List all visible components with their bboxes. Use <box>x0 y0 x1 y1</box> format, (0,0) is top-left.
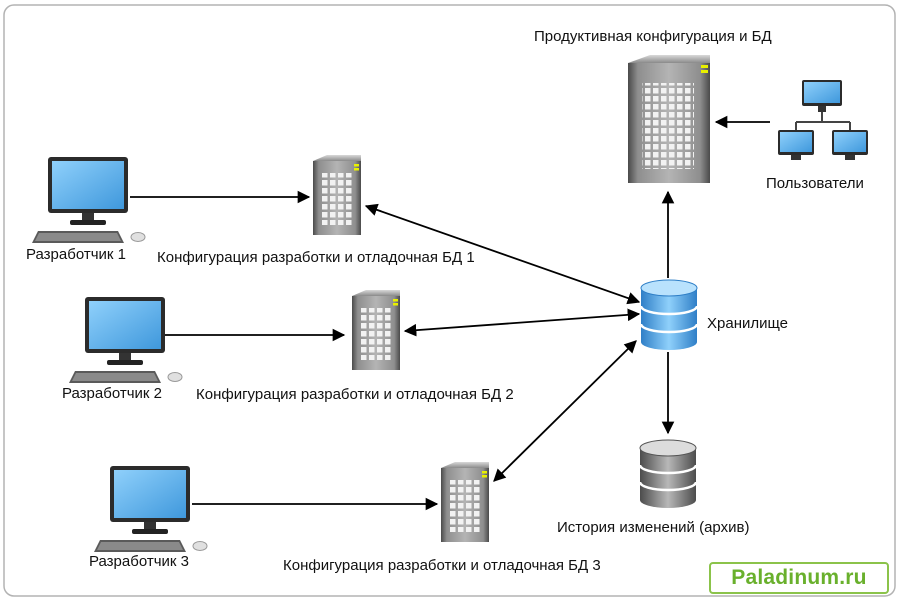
developer-2-label: Разработчик 2 <box>62 385 162 402</box>
developer-3-label: Разработчик 3 <box>89 553 189 570</box>
arrow-cfg3-repo <box>493 340 637 482</box>
server-tower-icon <box>313 155 361 235</box>
config-3-label: Конфигурация разработки и отладочная БД … <box>283 557 601 574</box>
database-blue-icon <box>639 279 699 350</box>
production-label: Продуктивная конфигурация и БД <box>534 28 772 45</box>
watermark-text: Paladinum.ru <box>731 566 867 589</box>
server-tower-icon <box>441 462 489 542</box>
arrow-cfg2-repo <box>403 308 641 337</box>
config-1-label: Конфигурация разработки и отладочная БД … <box>157 249 475 266</box>
repository-label: Хранилище <box>707 315 788 332</box>
connectors <box>130 115 770 511</box>
server-tower-icon <box>628 55 710 183</box>
arrow-cfg1-repo <box>364 203 641 305</box>
history-label: История изменений (архив) <box>557 519 750 536</box>
network-computers-icon <box>778 80 868 160</box>
database-gray-icon <box>638 439 698 508</box>
watermark-badge: Paladinum.ru <box>709 562 889 594</box>
users-label: Пользователи <box>766 175 864 192</box>
server-tower-icon <box>352 290 400 370</box>
config-2-label: Конфигурация разработки и отладочная БД … <box>196 386 514 403</box>
developer-1-label: Разработчик 1 <box>26 246 126 263</box>
